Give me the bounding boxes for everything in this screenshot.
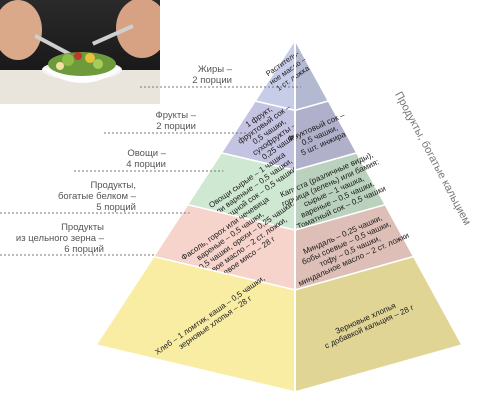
left-label-line: 2 порции — [156, 121, 196, 132]
left-label-1: Жиры –2 порции — [140, 64, 301, 88]
tier-fats: Раститель-ное масло –1 ст. ложка — [253, 37, 330, 112]
salad-plate-photo — [0, 0, 168, 104]
left-label-line: Фрукты – — [155, 110, 196, 121]
tier-fruits: 1 фрукт,фруктовый сок –0,5 чашки,сухофру… — [220, 95, 358, 172]
left-label-line: 2 порции — [192, 75, 232, 86]
left-label-text: Фрукты –2 порции — [155, 110, 196, 132]
calcium-side-label: Продукты, богатые кальцием — [392, 90, 473, 228]
left-label-3: Овощи –4 порции — [74, 148, 224, 172]
left-label-line: 4 порции — [126, 159, 166, 170]
left-label-text: Продукты,богатые белком –5 порций — [58, 180, 137, 213]
left-label-line: 6 порций — [64, 244, 104, 255]
left-label-line: Овощи – — [127, 148, 166, 159]
left-label-text: Жиры –2 порции — [192, 64, 232, 86]
left-label-line: богатые белком – — [58, 191, 137, 202]
tier-fruits-left-text: 1 фрукт,фруктовый сок –0,5 чашки,сухофру… — [231, 95, 308, 168]
left-label-line: Продукты, — [90, 180, 136, 191]
left-label-line: Жиры – — [198, 64, 233, 75]
left-label-line: из цельного зерна – — [16, 233, 105, 244]
left-label-2: Фрукты –2 порции — [104, 110, 258, 134]
left-label-line: 5 порций — [96, 202, 136, 213]
left-label-4: Продукты,богатые белком –5 порций — [0, 180, 190, 214]
tier-grains: Хлеб – 1 ломтик, каша – 0,5 чашки,зернов… — [94, 255, 464, 393]
left-label-line: Продукты — [61, 222, 104, 233]
left-label-text: Овощи –4 порции — [126, 148, 166, 170]
